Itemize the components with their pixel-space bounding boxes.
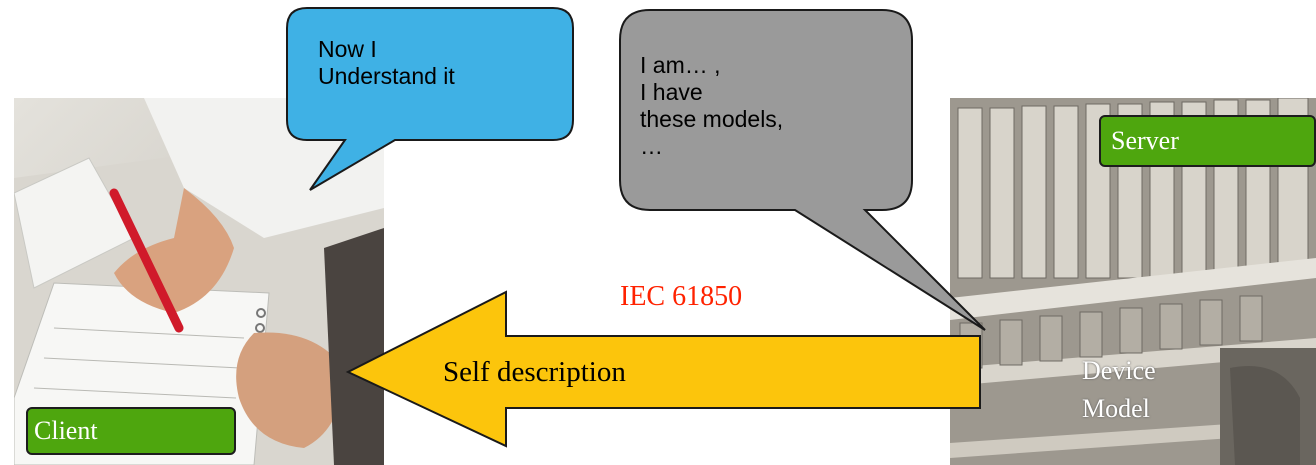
device-model-line-2: Model [1082,394,1150,423]
device-model-text: Device Model [1082,352,1212,428]
client-callout-line-2: Understand it [318,63,455,89]
device-model-line-1: Device [1082,356,1156,385]
self-description-arrow [345,290,981,448]
server-callout-line-4: … [640,133,663,159]
server-label: Server [1099,115,1316,167]
server-callout-line-1: I am… , [640,52,721,78]
protocol-label: IEC 61850 [620,281,743,312]
server-callout-bubble [619,9,986,331]
server-callout-line-3: these models, [640,106,784,132]
arrow-label: Self description [443,356,626,388]
client-photo [14,98,384,465]
client-label: Client [26,407,236,455]
client-callout-text: Now I Understand it [318,36,558,90]
server-callout-text: I am… , I have these models, … [640,52,880,160]
arrow-shape [345,290,981,448]
client-callout-bubble [286,7,574,191]
server-callout-line-2: I have [640,79,703,105]
client-callout-line-1: Now I [318,36,377,62]
